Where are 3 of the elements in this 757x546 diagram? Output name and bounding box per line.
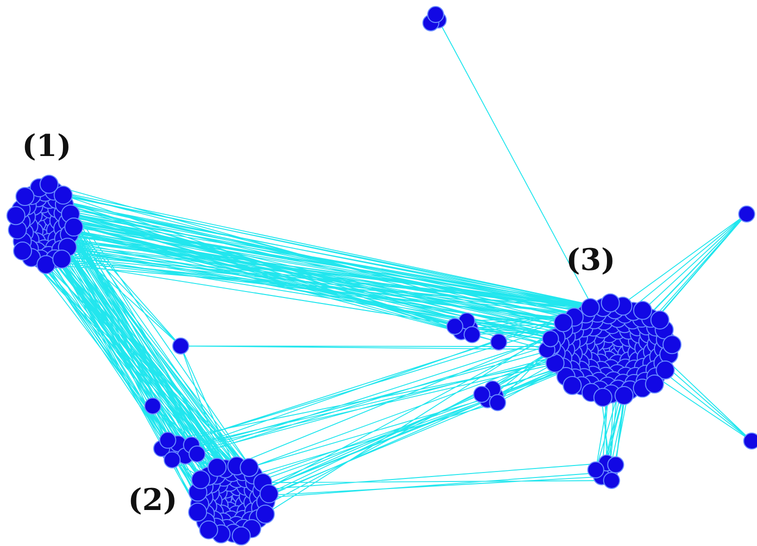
cluster-label: (1) (22, 132, 72, 162)
cluster-label: (3) (566, 246, 616, 276)
cluster-label: (2) (128, 486, 178, 516)
